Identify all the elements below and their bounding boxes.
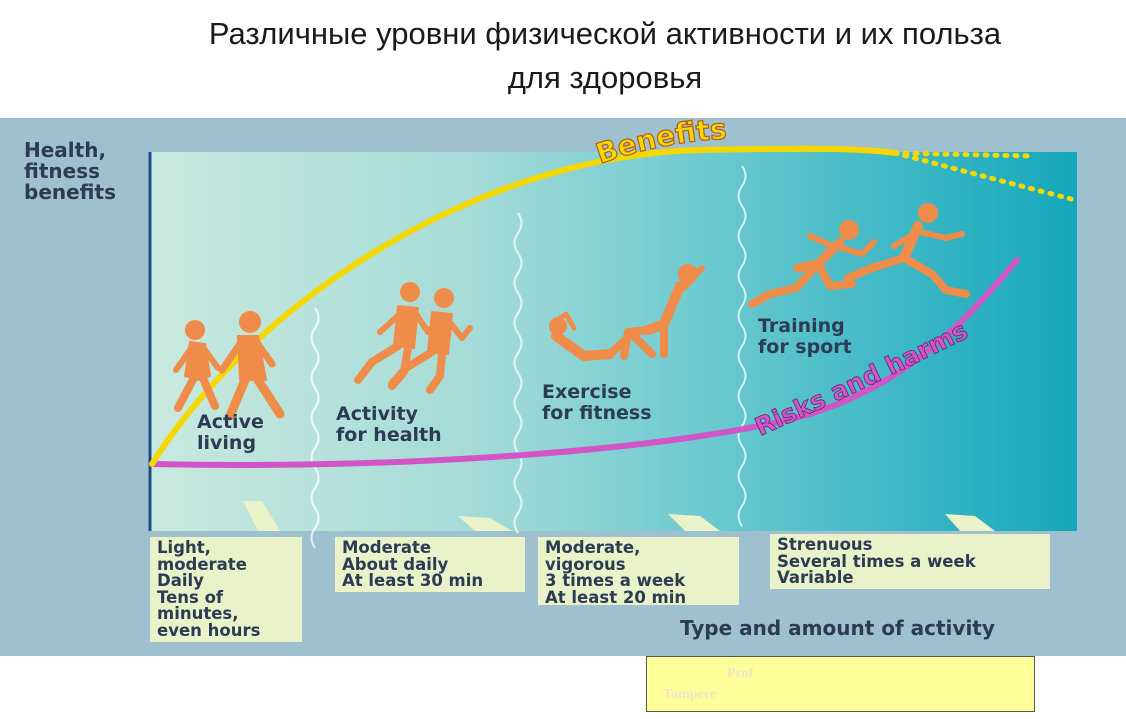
zone-2-description: Moderate About daily At least 30 min	[335, 537, 525, 592]
slide-title: Различные уровни физической активности и…	[0, 12, 1126, 100]
zone-4-description-line-2: Several times a week	[777, 551, 976, 571]
risks-curve	[149, 257, 1020, 468]
walkers-figure	[173, 311, 285, 421]
benefits-curve-dotted-low	[892, 150, 1078, 203]
zone-4-pointer	[945, 514, 995, 531]
zone-2-label: Activity for health	[336, 404, 442, 446]
zone-3-description-line-3: 3 times a week	[545, 571, 686, 590]
zone-divider-1	[310, 307, 320, 549]
zone-1-description: Light, moderate Daily Tens of minutes, e…	[150, 537, 302, 642]
diagram-canvas: Benefits Risks and harms	[148, 118, 1078, 549]
zone-3-description-line-1: Moderate,	[545, 538, 641, 557]
zone-1-description-line-4: Tens of	[157, 587, 224, 607]
zone-1-label-line-2: living	[197, 432, 257, 454]
zone-1-description-line-3: Daily	[157, 571, 204, 590]
slide-title-line-1: Различные уровни физической активности и…	[208, 16, 1002, 51]
zone-1-description-line-6: even hours	[157, 620, 261, 640]
zone-2-pointer	[458, 516, 512, 531]
y-axis-label: Health, fitness benefits	[24, 140, 116, 203]
zone-4-description: Strenuous Several times a week Variable	[770, 534, 1050, 589]
zone-4-label: Training for sport	[758, 316, 852, 358]
note-box-line-1: Prof	[727, 666, 754, 681]
y-axis-label-line-2: fitness	[24, 159, 100, 183]
zone-2-label-line-1: Activity	[336, 403, 418, 425]
zone-3-description-line-2: vigorous	[545, 554, 626, 574]
zone-3-label-line-1: Exercise	[542, 381, 632, 403]
zone-1-label-line-1: Active	[197, 411, 264, 433]
exercise-figures	[549, 264, 705, 361]
zone-2-label-line-2: for health	[336, 424, 442, 446]
note-box-line-2: Tampere	[663, 687, 716, 702]
zone-4-label-line-2: for sport	[758, 336, 852, 358]
zone-1-description-line-1: Light,	[157, 538, 211, 557]
zone-3-label-line-2: for fitness	[542, 402, 652, 424]
slide-title-line-2: для здоровья	[507, 60, 703, 95]
zone-divider-3	[737, 165, 747, 527]
note-box: Prof Tampere	[646, 656, 1035, 712]
zone-4-label-line-1: Training	[758, 315, 845, 337]
zone-4-description-line-3: Variable	[777, 568, 854, 587]
y-axis-label-line-1: Health,	[24, 138, 107, 162]
zone-3-description-line-4: At least 20 min	[545, 587, 687, 607]
zone-3-description: Moderate, vigorous 3 times a week At lea…	[538, 537, 739, 605]
y-axis-label-line-3: benefits	[24, 180, 116, 204]
zone-1-label: Active living	[197, 412, 264, 454]
zone-4-description-line-1: Strenuous	[777, 535, 873, 554]
runners-figure	[748, 203, 970, 308]
zone-2-description-line-2: About daily	[342, 554, 449, 574]
zone-divider-2	[513, 212, 523, 534]
joggers-figure	[354, 282, 473, 394]
zone-3-pointer	[668, 514, 720, 531]
zone-3-label: Exercise for fitness	[542, 382, 652, 424]
zone-2-description-line-3: At least 30 min	[342, 571, 484, 590]
zone-1-description-line-5: minutes,	[157, 604, 239, 623]
zone-2-description-line-1: Moderate	[342, 538, 432, 557]
benefits-curve-dotted-high	[892, 150, 1033, 159]
zone-1-description-line-2: moderate	[157, 554, 247, 574]
x-axis-label: Type and amount of activity	[680, 616, 995, 640]
activity-benefits-diagram: Benefits Risks and harms	[0, 118, 1126, 656]
zone-1-pointer	[243, 501, 280, 531]
